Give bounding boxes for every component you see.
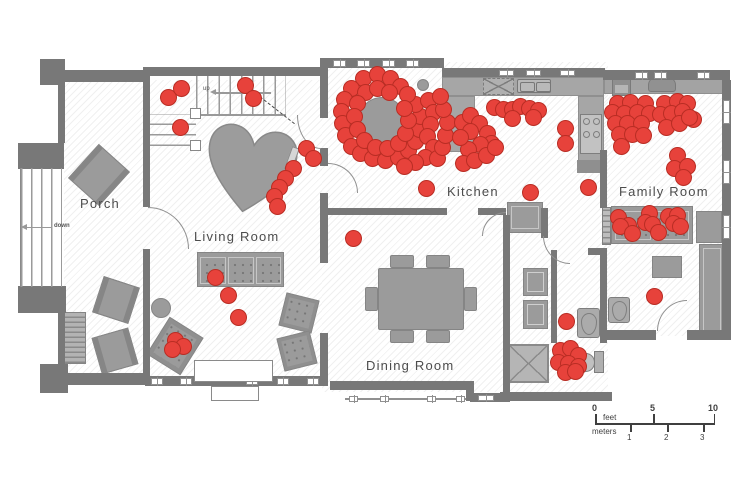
scale-meters-2: 2 [664, 433, 669, 442]
scale-feet-10: 10 [708, 403, 719, 413]
scale-feet-5: 5 [650, 403, 656, 413]
stair-arrow-line [215, 92, 271, 94]
dining-chair [390, 255, 414, 268]
powder-sink [608, 297, 630, 323]
bay-bump [211, 386, 259, 401]
toilet [594, 351, 604, 373]
dining-chair [426, 255, 450, 268]
stair-landing [196, 114, 286, 116]
butcher-block [483, 78, 514, 95]
stair-newel [190, 140, 201, 151]
dining-table [378, 268, 464, 330]
washer [523, 268, 548, 296]
stove [580, 114, 602, 154]
room-label-living: Living Room [194, 229, 280, 244]
scale-feet-label: feet [603, 413, 617, 422]
scale-bar: 0 5 10 feet meters 1 2 3 [585, 400, 730, 445]
side-table [696, 211, 722, 243]
deck-post [380, 395, 389, 403]
dryer [523, 300, 548, 329]
scale-meters-1: 1 [627, 433, 632, 442]
scale-meters-label: meters [592, 427, 617, 436]
shower [508, 344, 549, 383]
dining-chair [426, 330, 450, 343]
room-label-dining: Dining Room [366, 358, 455, 373]
deck-post [349, 395, 358, 403]
stairs [196, 76, 286, 114]
scale-feet-0: 0 [592, 403, 598, 413]
refrigerator [507, 202, 543, 233]
scale-meters-3: 3 [700, 433, 705, 442]
double-sink [517, 79, 551, 93]
deck-post [427, 395, 436, 403]
scale-line [595, 423, 715, 425]
dining-chair [365, 287, 378, 311]
dining-chair [464, 287, 477, 311]
stair-newel [190, 108, 201, 119]
stairs-down-label: down [54, 223, 70, 229]
round-pouf [151, 298, 171, 318]
room-label-porch: Porch [80, 196, 120, 211]
window-bench [194, 360, 273, 382]
stairs-up-label: up [203, 86, 210, 92]
dishwasher [577, 160, 604, 173]
dining-chair [390, 330, 414, 343]
room-label-family: Family Room [619, 184, 709, 199]
down-arrow-line [26, 227, 52, 229]
down-arrow-head [21, 224, 27, 230]
living-sofa [197, 252, 284, 287]
family-sofa [611, 206, 693, 244]
kitchen-counter-left [442, 96, 475, 152]
stair-arrow-head [210, 89, 216, 95]
family-ottoman [652, 256, 682, 278]
deck-post [456, 395, 465, 403]
deck-edge [345, 398, 466, 400]
stool [417, 79, 429, 91]
radiator [602, 207, 611, 245]
toilet-bowl [577, 353, 595, 372]
room-label-kitchen: Kitchen [447, 184, 499, 199]
nook-table [358, 97, 406, 145]
bathroom-sink [577, 308, 600, 338]
